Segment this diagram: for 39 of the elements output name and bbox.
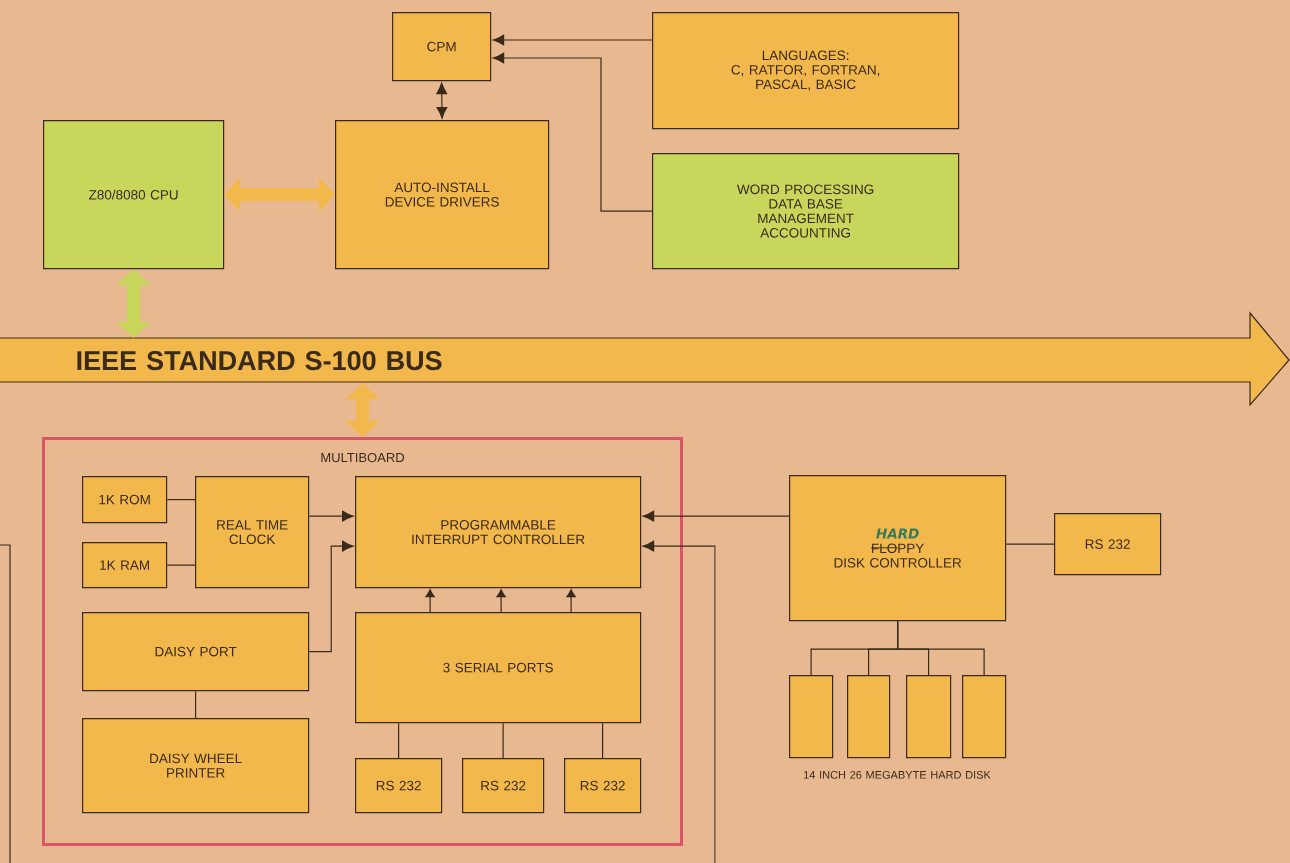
arrow <box>308 510 354 522</box>
process-box: 1K RAM <box>82 542 168 589</box>
process-box: PROGRAMMABLE INTERRUPT CONTROLLER <box>355 476 642 589</box>
block-arrow <box>224 177 335 213</box>
process-box: DAISY PORT <box>82 612 310 692</box>
process-box: CPM <box>392 12 492 82</box>
connector-line <box>1005 543 1055 545</box>
arrow <box>436 82 448 119</box>
connector-line <box>398 722 400 759</box>
connector-line <box>166 564 196 566</box>
process-box: RS 232 <box>462 758 545 814</box>
process-box: HARD FLOPPY DISK CONTROLLER <box>789 475 1007 622</box>
process-box: RS 232 <box>1054 513 1162 576</box>
process-box: WORD PROCESSING DATA BASE MANAGEMENT ACCOUNTING <box>652 153 960 270</box>
process-box: RS 232 <box>564 758 642 814</box>
arrow <box>642 540 716 863</box>
process-box: AUTO-INSTALL DEVICE DRIVERS <box>335 120 550 270</box>
block-arrow <box>116 269 152 338</box>
process-box: Z80/8080 CPU <box>43 120 225 270</box>
arrow <box>496 589 506 613</box>
process-box: LANGUAGES: C, RATFOR, FORTRAN, PASCAL, BASIC <box>652 12 960 130</box>
arrow <box>425 589 435 613</box>
process-box: REAL TIME CLOCK <box>195 476 310 589</box>
disk-caption: 14 INCH 26 MEGABYTE HARD DISK <box>804 770 991 779</box>
connector-line <box>602 722 604 759</box>
arrow <box>566 589 576 613</box>
block-arrow <box>345 383 380 437</box>
process-box: 1K ROM <box>82 476 168 524</box>
process-box: 3 SERIAL PORTS <box>355 612 642 724</box>
arrow <box>492 34 653 46</box>
connector-line <box>166 499 196 501</box>
process-box: DAISY WHEEL PRINTER <box>82 718 310 814</box>
arrow <box>492 52 653 212</box>
connector-line <box>195 690 197 719</box>
connector-line <box>897 620 985 676</box>
process-box: RS 232 <box>355 758 443 814</box>
arrow <box>308 540 354 653</box>
connector-line <box>502 722 504 759</box>
arrow <box>642 510 790 522</box>
